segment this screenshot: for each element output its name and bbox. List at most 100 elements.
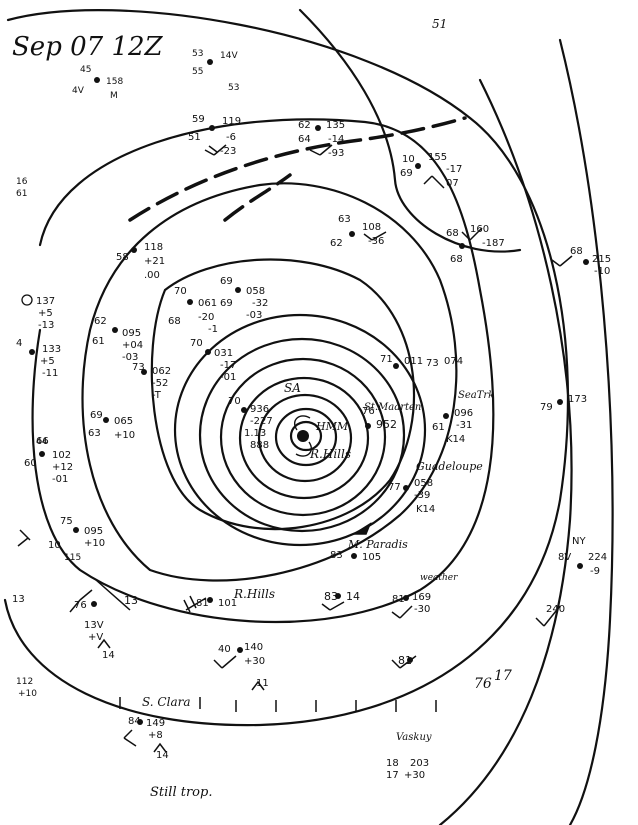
label-center-name: SA <box>284 381 301 395</box>
svg-text:155: 155 <box>428 152 447 163</box>
svg-text:133: 133 <box>42 344 61 355</box>
svg-text:K14: K14 <box>446 434 465 445</box>
svg-text:102: 102 <box>52 450 71 461</box>
station-s-s169: 81 169 -30 <box>392 592 431 615</box>
svg-text:4V: 4V <box>72 86 85 96</box>
station-s-c108: 63 62 108 -36 <box>330 214 384 249</box>
trough-line <box>128 116 467 222</box>
svg-text:81: 81 <box>398 654 412 667</box>
station-left-edge: 13 112 +10 16 61 44 4 10 115 <box>12 177 81 699</box>
svg-text:17: 17 <box>494 668 512 684</box>
svg-text:76: 76 <box>474 676 492 692</box>
station-s-sw095: 75 095 +10 <box>60 516 105 549</box>
svg-text:-10: -10 <box>594 266 610 277</box>
svg-text:+10: +10 <box>18 689 37 699</box>
svg-text:-31: -31 <box>456 420 472 431</box>
svg-text:61: 61 <box>16 189 27 199</box>
label-hurricane: HMM <box>315 420 349 433</box>
svg-text:70: 70 <box>228 396 241 407</box>
svg-text:62: 62 <box>298 120 311 131</box>
hurricane-center-icon <box>293 415 313 457</box>
isobar-3 <box>81 182 458 582</box>
svg-text:115: 115 <box>64 553 81 563</box>
svg-text:112: 112 <box>16 677 33 687</box>
isobar-4 <box>150 258 416 531</box>
svg-text:-13: -13 <box>38 320 54 331</box>
isobar-9 <box>257 393 353 483</box>
label-mparadis: M. Paradis <box>347 538 408 551</box>
station-s-e011: 71 011 73 074 <box>380 354 463 369</box>
svg-text:07: 07 <box>446 178 459 189</box>
svg-text:936: 936 <box>250 404 269 415</box>
svg-text:45: 45 <box>80 65 91 75</box>
svg-text:60: 60 <box>24 458 37 469</box>
svg-text:18: 18 <box>386 758 399 769</box>
svg-text:-30: -30 <box>414 604 430 615</box>
svg-text:66: 66 <box>36 436 49 447</box>
isobar-6 <box>198 337 406 533</box>
label-rhills-center: R.Hills <box>309 447 351 461</box>
svg-text:59: 59 <box>192 114 205 125</box>
svg-text:203: 203 <box>410 758 429 769</box>
svg-text:062: 062 <box>152 366 171 377</box>
svg-text:69: 69 <box>220 276 233 287</box>
station-s-s105: 83 105 <box>330 550 381 563</box>
station-s-ne215: 68 215 -10 <box>570 246 611 277</box>
svg-text:10: 10 <box>402 154 415 165</box>
isobar-11 <box>289 420 323 452</box>
station-s-e173: 79 173 <box>540 394 587 413</box>
isobars <box>3 8 614 825</box>
svg-text:-17: -17 <box>446 164 462 175</box>
svg-text:M: M <box>110 91 118 101</box>
label-stmaarten: St.Maarten <box>364 402 421 413</box>
station-s-w095: 62 61 095 +04 -03 <box>92 316 143 363</box>
svg-text:158: 158 <box>106 77 123 87</box>
svg-text:+21: +21 <box>144 256 165 267</box>
svg-text:14V: 14V <box>220 51 238 61</box>
svg-text:-17: -17 <box>220 360 236 371</box>
svg-text:61: 61 <box>432 422 445 433</box>
svg-text:13: 13 <box>124 594 138 607</box>
corner-number: 51 <box>432 17 447 31</box>
svg-text:061: 061 <box>198 298 217 309</box>
svg-text:63: 63 <box>338 214 351 225</box>
svg-text:11: 11 <box>256 678 269 689</box>
station-s-sb: 18 203 17 +30 <box>386 758 429 781</box>
svg-text:NY: NY <box>572 536 586 547</box>
svg-text:8V: 8V <box>558 552 571 563</box>
svg-text:10: 10 <box>48 540 61 551</box>
svg-text:.00: .00 <box>144 270 160 281</box>
svg-text:-93: -93 <box>328 148 344 159</box>
svg-text:-11: -11 <box>42 368 58 379</box>
isobar-10 <box>274 407 338 467</box>
svg-text:-03: -03 <box>122 352 138 363</box>
svg-text:40: 40 <box>218 644 231 655</box>
svg-text:+10: +10 <box>114 430 135 441</box>
svg-text:173: 173 <box>568 394 587 405</box>
svg-text:101: 101 <box>218 598 237 609</box>
label-guadeloupe: Guadeloupe <box>416 460 483 473</box>
svg-text:58: 58 <box>116 252 129 263</box>
label-wind-note: Vaskuy <box>396 732 432 743</box>
station-s-s14: 83 14 <box>324 590 360 603</box>
svg-text:058: 058 <box>414 478 433 489</box>
svg-text:-36: -36 <box>368 236 384 247</box>
station-s-e952: 952 76 <box>362 406 397 431</box>
svg-text:+5: +5 <box>40 356 55 367</box>
svg-text:+V: +V <box>88 632 103 643</box>
svg-text:+10: +10 <box>84 538 105 549</box>
svg-text:224: 224 <box>588 552 607 563</box>
svg-text:68: 68 <box>570 246 583 257</box>
svg-text:+12: +12 <box>52 462 73 473</box>
svg-text:44: 44 <box>36 437 48 447</box>
svg-text:1.13: 1.13 <box>244 428 266 439</box>
trough-line-west <box>223 173 292 222</box>
isobar-2 <box>31 118 495 624</box>
svg-text:135: 135 <box>326 120 345 131</box>
station-s-w065: 69 63 065 +10 <box>88 410 135 441</box>
svg-text:065: 065 <box>114 416 133 427</box>
isobar-7 <box>219 357 387 517</box>
svg-text:-227: -227 <box>250 416 273 427</box>
svg-text:-03: -03 <box>246 310 262 321</box>
